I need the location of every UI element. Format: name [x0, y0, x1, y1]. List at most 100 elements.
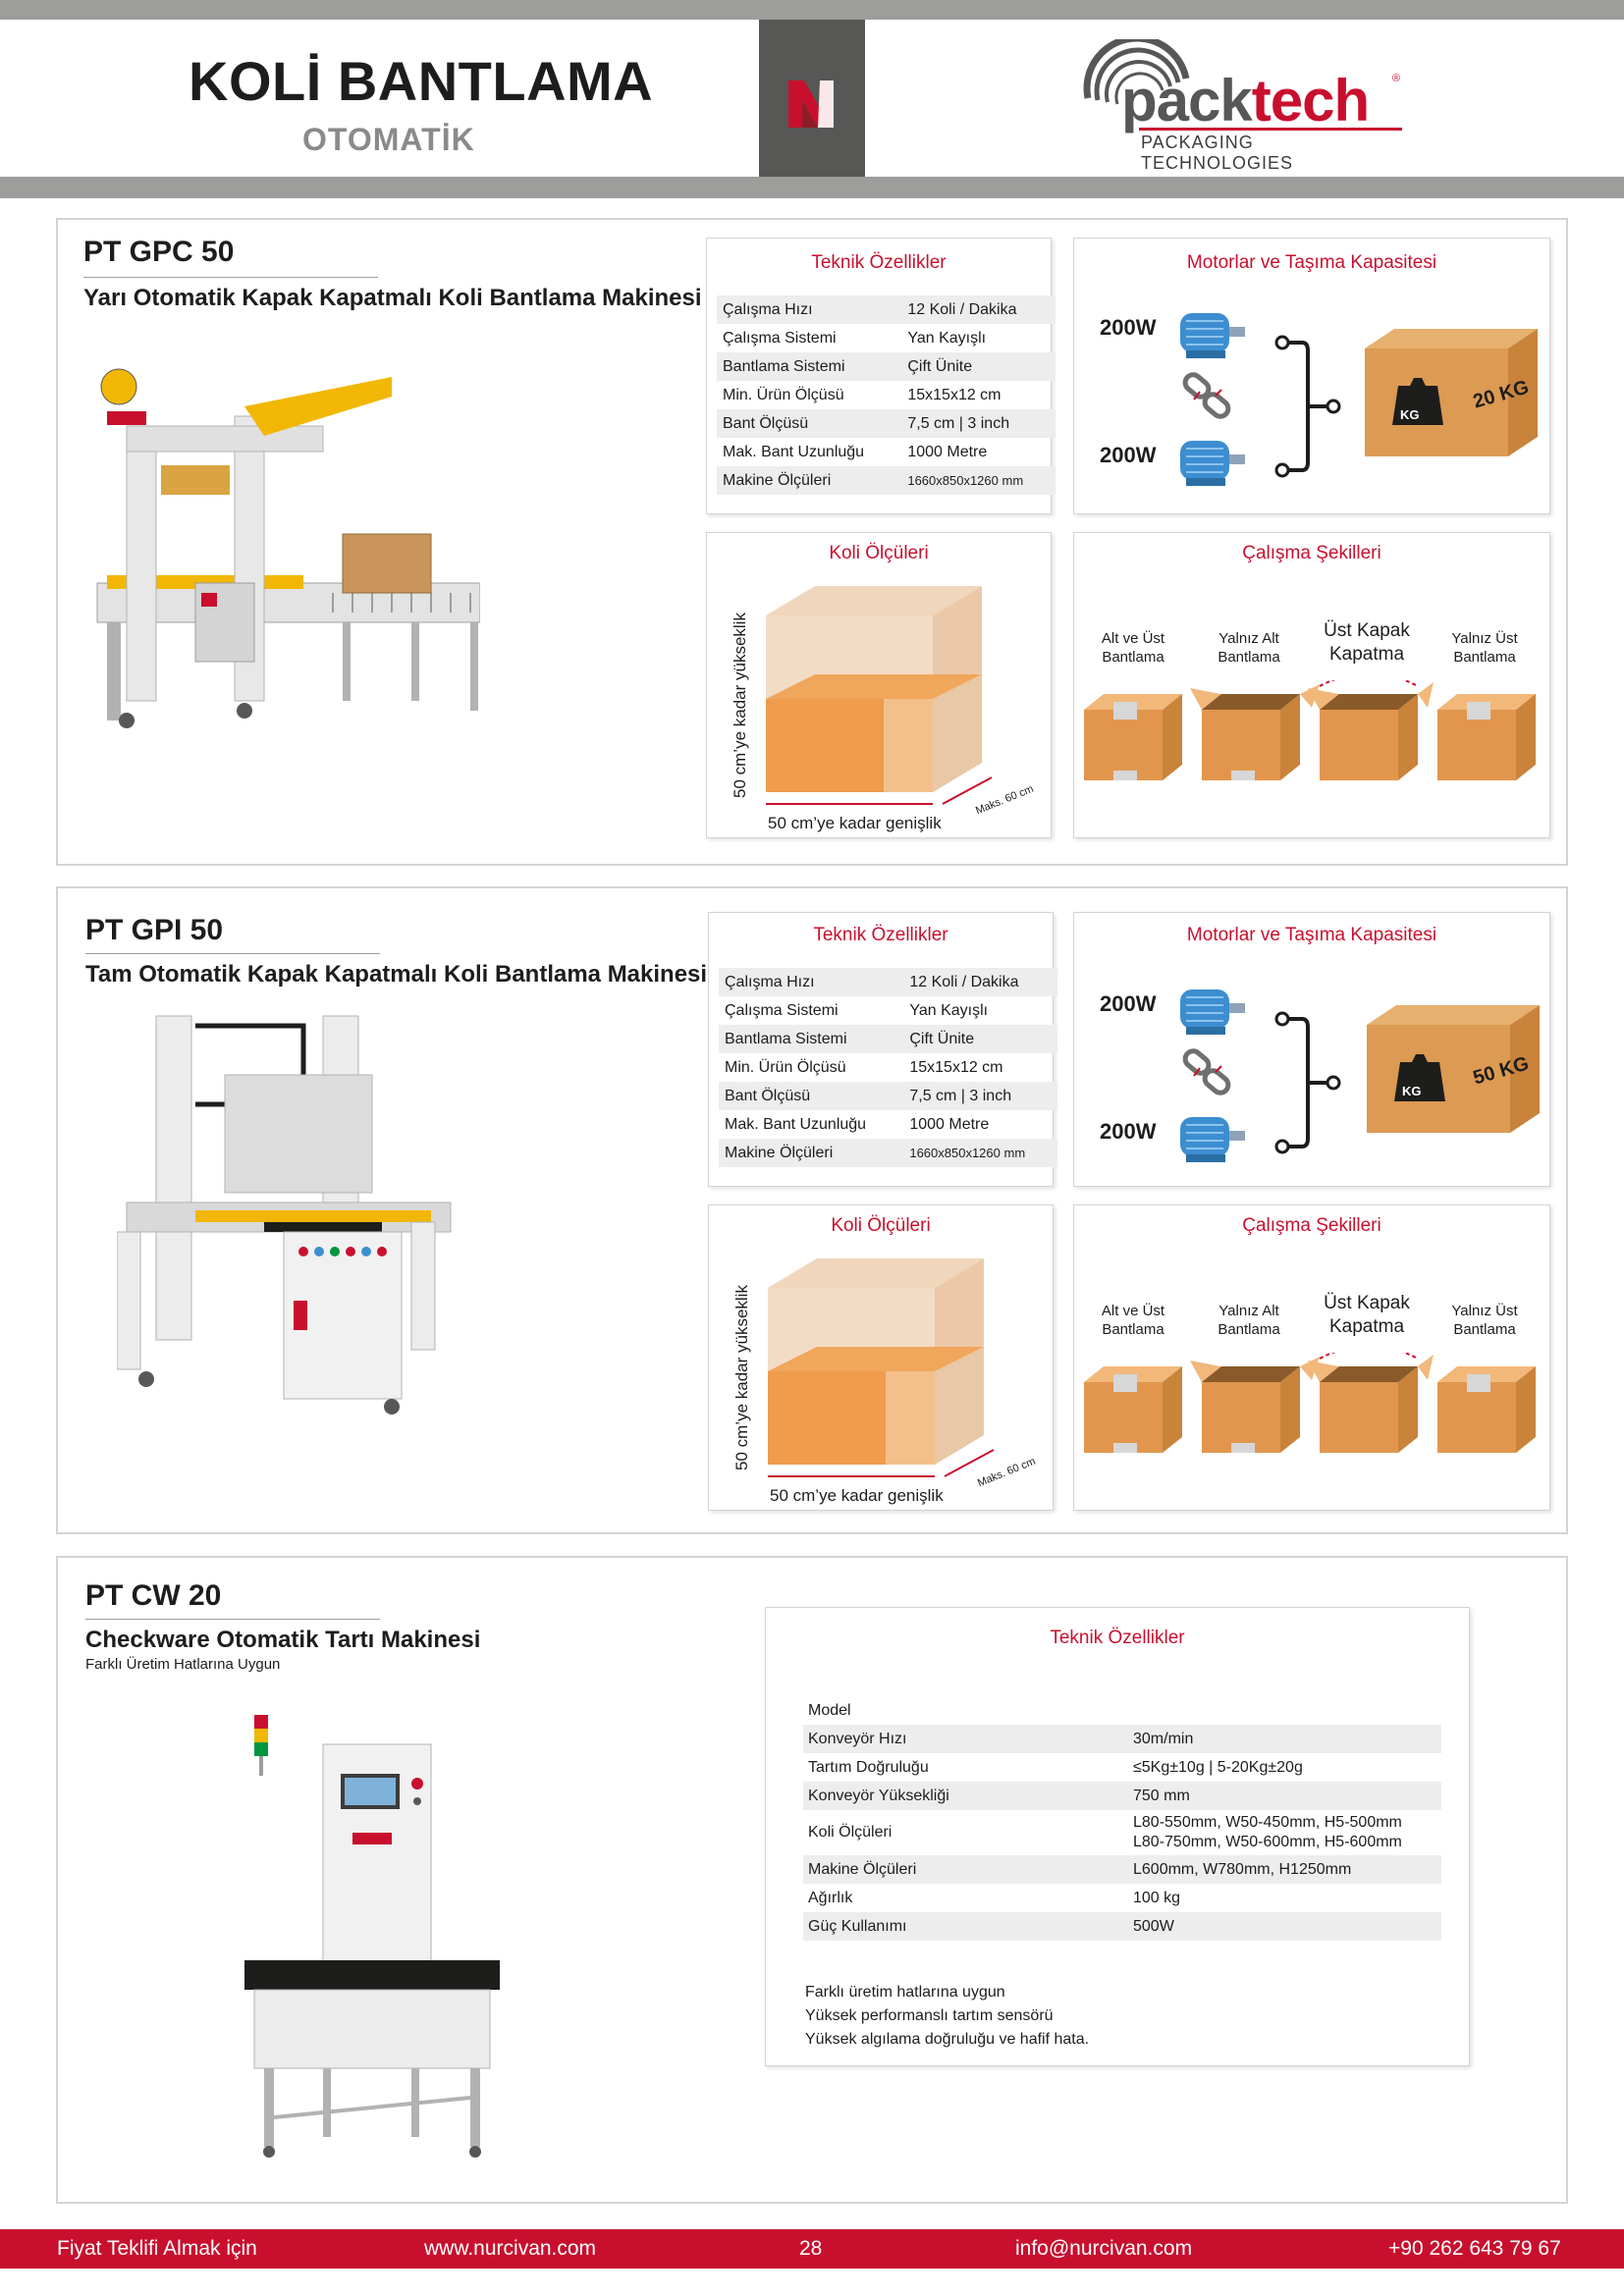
motors-panel: Motorlar ve Taşıma Kapasitesi 200W 200W	[1073, 238, 1550, 514]
method-boxes-illustration	[1084, 1353, 1536, 1453]
cardboard-box-icon	[1365, 329, 1538, 456]
spec-value-line: L80-750mm, W50-600mm, H5-600mm	[1133, 1834, 1402, 1850]
product-section-gpc50: PT GPC 50 Yarı Otomatik Kapak Kapatmalı …	[56, 218, 1568, 866]
box-top-tape-icon	[1437, 694, 1536, 780]
motor-top-power: 200W	[1100, 991, 1157, 1016]
product-code: PT GPC 50	[83, 236, 235, 268]
product-name: Checkware Otomatik Tartı Makinesi	[85, 1627, 481, 1653]
feature-item: Yüksek algılama doğruluğu ve hafif hata.	[805, 2031, 1090, 2048]
method-label: Alt ve Üst Bantlama	[1101, 1303, 1165, 1338]
box-dims-title: Koli Ölçüleri	[831, 1215, 931, 1236]
bracket-icon	[1274, 1011, 1341, 1154]
height-label: 50 cm’ye kadar yükseklik	[731, 613, 749, 798]
box-top-tape-icon	[1437, 1366, 1536, 1453]
feature-item: Yüksek performanslı tartım sensörü	[805, 2007, 1054, 2024]
box-flap-closing-icon	[1308, 680, 1434, 780]
product-name: Tam Otomatik Kapak Kapatmalı Koli Bantla…	[85, 961, 708, 988]
motor-icon	[1180, 313, 1245, 358]
motor-top-power: 200W	[1100, 315, 1157, 340]
logo-registered: ®	[1392, 73, 1401, 84]
machine-photo-cw20	[244, 1715, 500, 2158]
spec-value-line: L80-550mm, W50-450mm, H5-500mm	[1133, 1814, 1402, 1831]
methods-title: Çalışma Şekilleri	[1242, 543, 1381, 563]
packtech-logo: packtech ® PACKAGING TECHNOLOGIES	[1080, 39, 1404, 173]
box-flap-closing-icon	[1308, 1353, 1434, 1453]
spec-row: Model	[808, 1701, 851, 1719]
product-divider	[85, 953, 380, 954]
method-boxes-illustration	[1084, 680, 1536, 780]
box-dimension-diagram	[766, 586, 993, 805]
methods-title: Çalışma Şekilleri	[1242, 1215, 1381, 1236]
motors-panel: Motorlar ve Taşıma Kapasitesi 200W 200W	[1073, 912, 1550, 1187]
product-code: PT GPI 50	[85, 914, 224, 946]
packtech-swoosh-icon	[1083, 39, 1190, 105]
method-label: Yalnız Üst Bantlama	[1451, 1303, 1518, 1338]
method-label: Üst Kapak Kapatma	[1324, 620, 1410, 665]
motors-title: Motorlar ve Taşıma Kapasitesi	[1186, 252, 1437, 273]
footer-website[interactable]: www.nurcivan.com	[424, 2237, 597, 2260]
motor-icon	[1180, 441, 1245, 486]
page-title: KOLİ BANTLAMA	[189, 50, 654, 112]
product-section-gpi50: PT GPI 50 Tam Otomatik Kapak Kapatmalı K…	[56, 886, 1568, 1534]
footer-bar: Fiyat Teklifi Almak için www.nurcivan.co…	[0, 2229, 1624, 2269]
box-sealed-icon	[1084, 1366, 1182, 1453]
feature-item: Farklı üretim hatlarına uygun	[805, 1984, 1005, 2001]
box-open-icon	[1190, 684, 1320, 780]
working-methods-panel: Çalışma Şekilleri Alt ve Üst Bantlama Ya…	[1073, 532, 1550, 838]
product-divider	[85, 1619, 380, 1620]
footer-phone[interactable]: +90 262 643 79 67	[1388, 2237, 1561, 2260]
logo-wordmark: packtech	[1121, 68, 1370, 133]
specs-title: Teknik Özellikler	[813, 925, 948, 945]
page-subtitle: OTOMATİK	[302, 122, 475, 157]
specs-title: Teknik Özellikler	[811, 252, 947, 273]
nurcivan-logo-block	[759, 20, 865, 177]
width-label: 50 cm’ye kadar genişlik	[770, 1486, 944, 1505]
box-dimensions-panel: Koli Ölçüleri 50 cm’ye kadar yükseklik 5…	[706, 532, 1052, 838]
motors-title: Motorlar ve Taşıma Kapasitesi	[1186, 925, 1437, 945]
header-bottom-bar	[0, 177, 1624, 198]
product-section-cw20: PT CW 20 Checkware Otomatik Tartı Makine…	[56, 1556, 1568, 2204]
footer-email[interactable]: info@nurcivan.com	[1015, 2237, 1193, 2260]
box-open-icon	[1190, 1357, 1320, 1453]
product-note: Farklı Üretim Hatlarına Uygun	[85, 1656, 281, 1673]
cw-features: Farklı üretim hatlarına uygun Yüksek per…	[805, 1981, 1089, 2052]
footer-page-number: 28	[799, 2237, 823, 2260]
machine-photo-gpi50	[117, 1015, 452, 1415]
box-dimensions-panel: Koli Ölçüleri 50 cm’ye kadar yükseklik 5…	[708, 1204, 1054, 1511]
method-label: Yalnız Alt Bantlama	[1218, 1303, 1280, 1338]
method-label: Yalnız Üst Bantlama	[1451, 630, 1518, 666]
method-label: Üst Kapak Kapatma	[1324, 1293, 1410, 1337]
chain-link-icon	[1182, 1048, 1231, 1095]
weight-icon-label: KG	[1402, 1084, 1422, 1098]
bracket-icon	[1274, 335, 1341, 478]
height-label: 50 cm’ye kadar yükseklik	[732, 1285, 751, 1470]
footer-quote: Fiyat Teklifi Almak için	[57, 2237, 257, 2260]
box-dims-title: Koli Ölçüleri	[829, 543, 929, 563]
motor-bottom-power: 200W	[1100, 1119, 1157, 1144]
product-divider	[83, 277, 378, 278]
machine-photo-gpc50	[96, 368, 480, 728]
weight-icon-label: KG	[1400, 407, 1420, 422]
chain-link-icon	[1182, 372, 1231, 419]
